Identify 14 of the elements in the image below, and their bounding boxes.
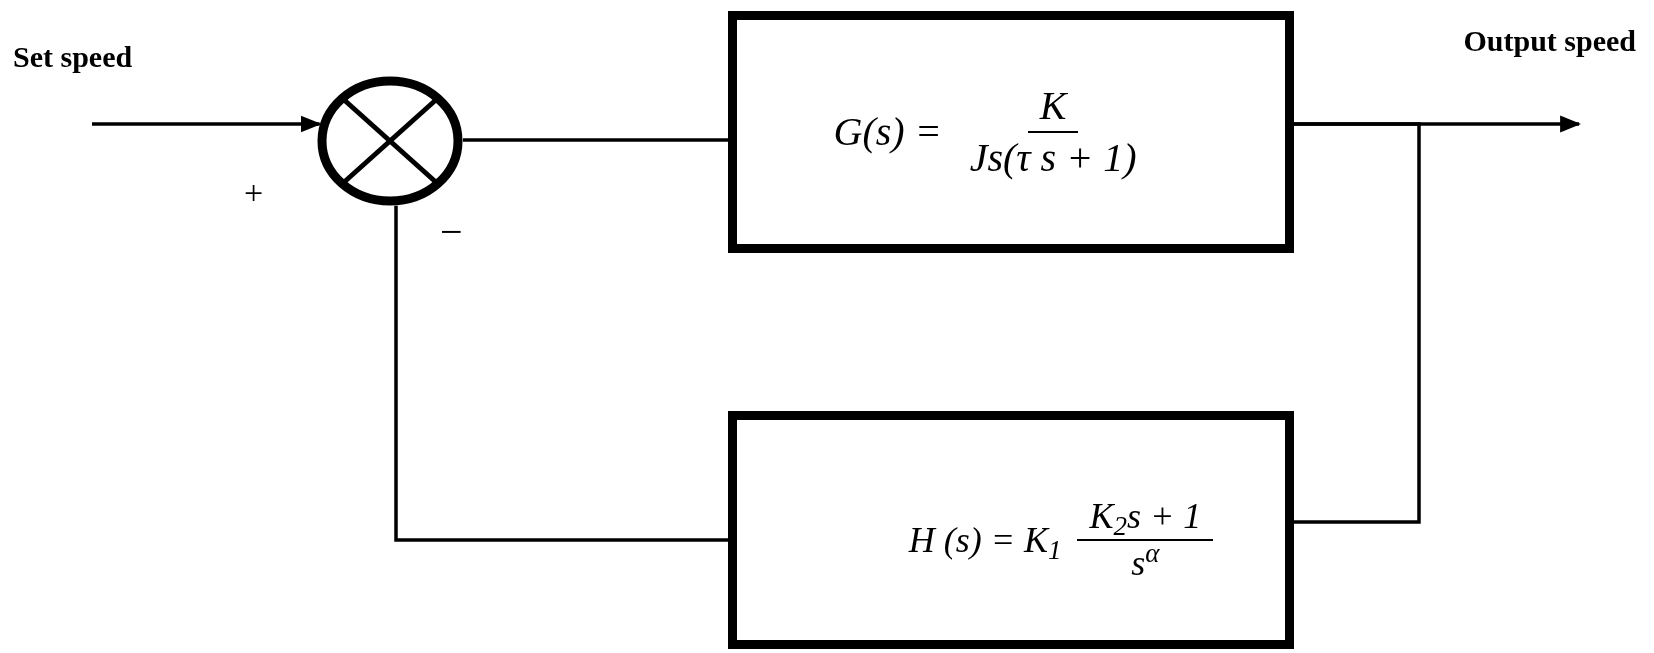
- formula-text: H (s) = K$_{1}$: [908, 519, 1062, 567]
- denominator: Js(τ s + 1): [968, 134, 1138, 182]
- signal-label: Output speed: [1463, 26, 1636, 56]
- connector-line: [463, 138, 728, 142]
- numerator: K: [1027, 81, 1079, 133]
- connector-line: [394, 205, 728, 542]
- denominator: s$^{α}$: [1130, 541, 1161, 585]
- formula-text: G(s) =: [833, 108, 942, 156]
- numerator: K$_{2}$s + 1: [1077, 494, 1214, 541]
- connector-line: [1294, 122, 1421, 524]
- connector-line: [92, 115, 322, 133]
- sign-label: −: [440, 212, 463, 252]
- sign-label: +: [244, 176, 264, 210]
- signal-label: Set speed: [13, 42, 133, 72]
